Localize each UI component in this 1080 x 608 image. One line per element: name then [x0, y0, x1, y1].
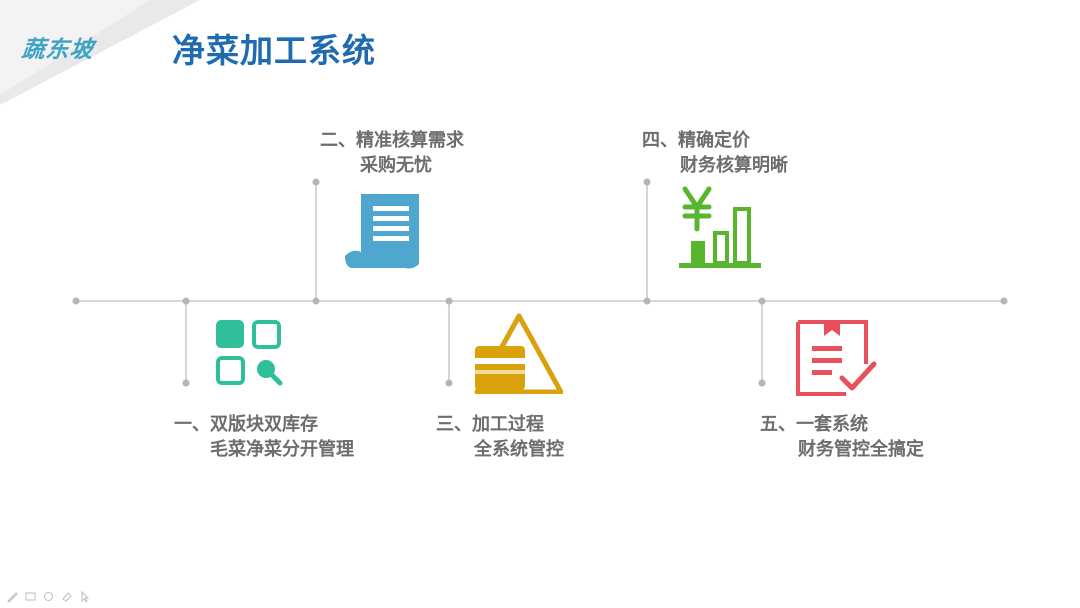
- item-4-number: 四、: [642, 130, 678, 151]
- eraser-icon[interactable]: [60, 590, 73, 603]
- document-scroll-icon: [345, 194, 419, 269]
- page-title: 净菜加工系统: [172, 31, 376, 70]
- timeline-dot: [643, 178, 651, 186]
- slide-icon[interactable]: [24, 590, 37, 603]
- corner-decoration: [0, 0, 200, 105]
- timeline-dot: [312, 297, 320, 305]
- timeline-dot: [758, 379, 766, 387]
- item-2-line1: 精准核算需求: [356, 130, 464, 151]
- pen-icon[interactable]: [6, 590, 19, 603]
- timeline-dot: [182, 379, 190, 387]
- item-5-label: 五、一套系统 财务管控全搞定: [760, 412, 924, 462]
- timeline-dot: [312, 178, 320, 186]
- item-2-number: 二、: [320, 130, 356, 151]
- item-3-line1: 加工过程: [472, 414, 544, 435]
- timeline-dot: [643, 297, 651, 305]
- pointer-icon[interactable]: [78, 590, 91, 603]
- item-1-line1: 双版块双库存: [210, 414, 318, 435]
- timeline-dot: [72, 297, 80, 305]
- item-3-line2: 全系统管控: [474, 439, 564, 460]
- checklist-bookmark-icon: [796, 320, 877, 396]
- item-2-line2: 采购无忧: [360, 155, 432, 176]
- apps-search-icon: [216, 320, 283, 386]
- item-5-number: 五、: [760, 414, 796, 435]
- warning-card-icon: [474, 313, 563, 394]
- item-4-line1: 精确定价: [678, 130, 750, 151]
- timeline-dot: [445, 379, 453, 387]
- item-3-label: 三、加工过程 全系统管控: [436, 412, 564, 462]
- item-3-number: 三、: [436, 414, 472, 435]
- item-1-line2: 毛菜净菜分开管理: [210, 439, 354, 460]
- item-5-line2: 财务管控全搞定: [798, 439, 924, 460]
- item-5-line1: 一套系统: [796, 414, 868, 435]
- timeline-dot: [758, 297, 766, 305]
- item-2-label: 二、精准核算需求 采购无忧: [320, 128, 464, 178]
- circle-icon[interactable]: [42, 590, 55, 603]
- timeline-dot: [1000, 297, 1008, 305]
- timeline-dot: [445, 297, 453, 305]
- yen-bar-chart-icon: [679, 186, 761, 268]
- timeline-dot: [182, 297, 190, 305]
- item-4-line2: 财务核算明晰: [680, 155, 788, 176]
- item-1-number: 一、: [174, 414, 210, 435]
- slideshow-toolbar: [6, 588, 91, 603]
- item-1-label: 一、双版块双库存 毛菜净菜分开管理: [174, 412, 354, 462]
- item-4-label: 四、精确定价 财务核算明晰: [642, 128, 788, 178]
